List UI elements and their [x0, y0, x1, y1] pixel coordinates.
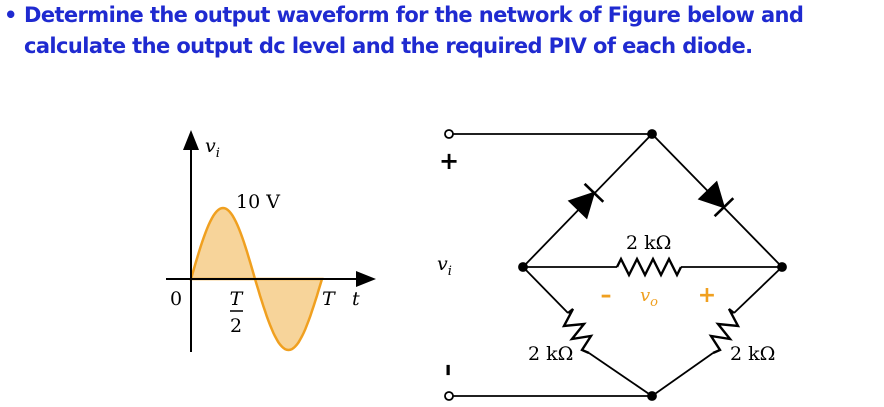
- diode-right: [697, 180, 735, 218]
- waveform-plot: vi 10 V 0 T 2 T t: [166, 130, 376, 352]
- input-terminal-bottom: [444, 391, 454, 401]
- lower-right-arm-b: [733, 266, 783, 314]
- output-voltage-label: vo: [640, 285, 658, 310]
- peak-label: 10 V: [236, 191, 280, 213]
- question-text-block: • Determine the output waveform for the …: [4, 0, 882, 62]
- input-minus-sign: –: [434, 364, 464, 377]
- time-axis-label: t: [352, 288, 360, 310]
- waveform-negative-half: [253, 277, 324, 352]
- question-text: Determine the output waveform for the ne…: [24, 3, 804, 58]
- input-voltage-label: vi: [437, 253, 452, 279]
- input-plus-sign: +: [439, 147, 459, 175]
- lower-right-arm-a: [651, 352, 714, 397]
- resistor-right-zigzag: [708, 308, 741, 355]
- lower-left-arm-a: [522, 266, 569, 314]
- lower-left-arm-b: [588, 352, 653, 397]
- resistor-left-zigzag: [561, 308, 594, 355]
- half-period-numerator: T: [230, 288, 244, 310]
- input-terminal-top: [444, 129, 454, 139]
- waveform-positive-half: [189, 206, 257, 281]
- bullet-glyph: •: [4, 3, 17, 27]
- resistor-top-zigzag: [615, 256, 683, 278]
- resistor-top-label: 2 kΩ: [626, 232, 671, 254]
- node-left: [518, 262, 528, 272]
- y-axis-label: vi: [205, 135, 220, 161]
- resistor-left-label: 2 kΩ: [528, 343, 573, 365]
- period-label: T: [322, 288, 336, 310]
- half-period-denominator: 2: [230, 315, 242, 337]
- resistor-right-label: 2 kΩ: [730, 343, 775, 365]
- diode-left: [567, 182, 605, 220]
- node-right: [777, 262, 787, 272]
- output-plus-sign: +: [698, 283, 716, 308]
- origin-label: 0: [170, 288, 182, 310]
- output-minus-sign: –: [601, 283, 612, 308]
- bridge-circuit: [444, 129, 787, 401]
- node-top: [647, 129, 657, 139]
- node-bottom: [647, 391, 657, 401]
